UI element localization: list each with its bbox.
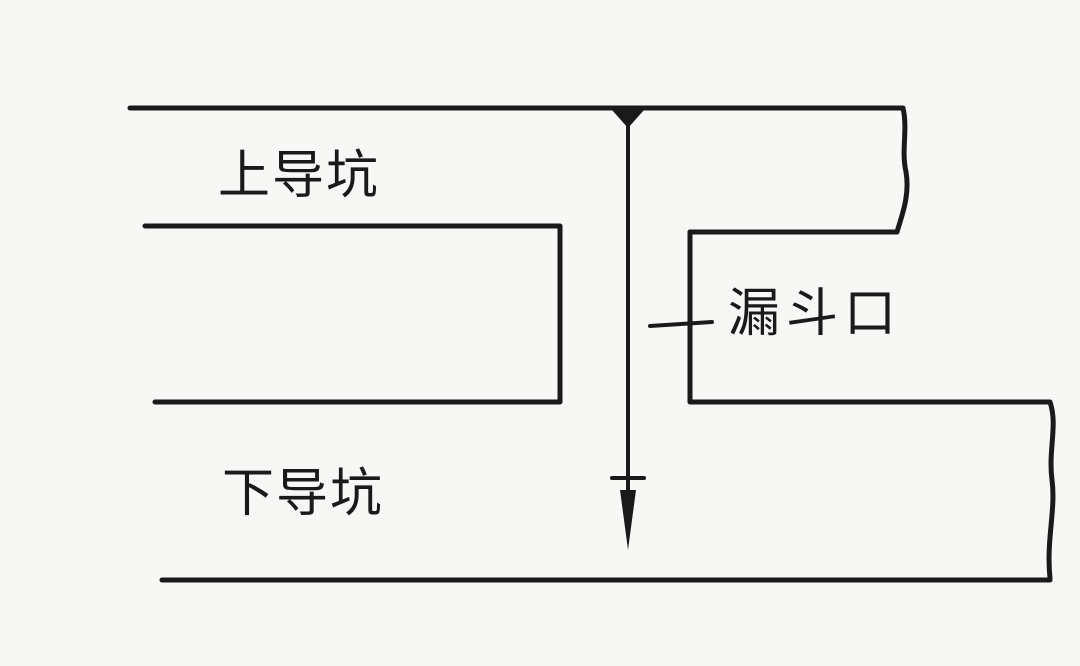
axis-top-marker <box>612 110 644 128</box>
lower-heading-label: 下导坑 <box>222 464 385 524</box>
funnel-label-leader <box>648 320 714 328</box>
upper-heading-top-line <box>127 105 910 235</box>
axis-arrowhead <box>620 490 636 550</box>
left-pillar-outline <box>142 223 563 405</box>
funnel-right-wall <box>687 229 1056 581</box>
funnel-opening-label: 漏斗口 <box>728 284 903 344</box>
upper-heading-label: 上导坑 <box>218 146 381 206</box>
